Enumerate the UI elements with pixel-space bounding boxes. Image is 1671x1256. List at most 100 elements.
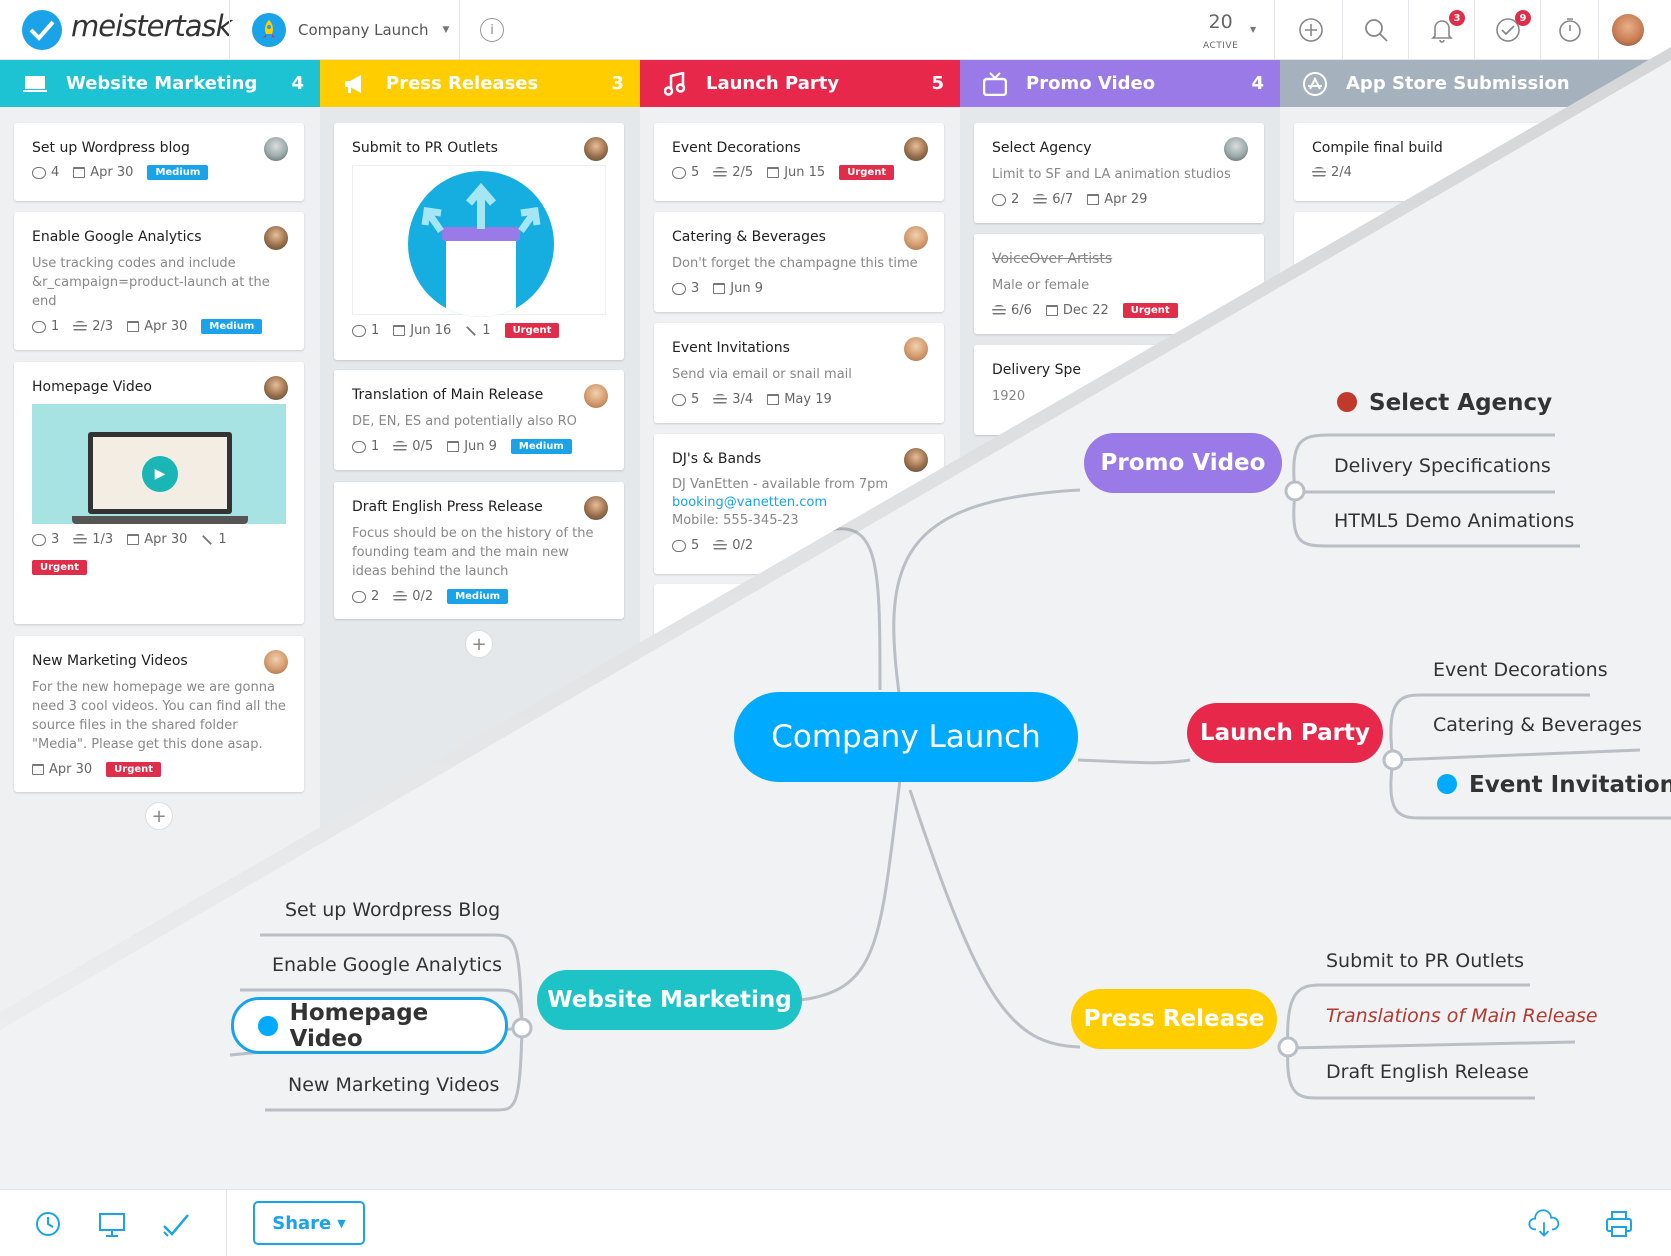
add-task-button[interactable]: + [465,630,493,658]
due-date: Jun 9 [713,281,763,296]
tv-icon [982,71,1008,96]
mindmap-leaf[interactable]: Delivery Specifications [1334,455,1551,477]
mindmap-node-website-marketing[interactable]: Website Marketing [537,970,802,1030]
print-icon[interactable] [1603,1208,1635,1240]
my-tasks-check-icon[interactable]: 9 [1494,10,1531,44]
task-card[interactable]: Set up Wordpress blog 4 Apr 30 Medium [14,123,304,201]
calendar-icon [713,283,726,294]
play-icon: ▶ [142,456,178,492]
user-avatar[interactable] [1612,14,1644,46]
info-icon[interactable]: i [480,18,504,42]
comment-icon [32,320,46,333]
comment-count: 5 [672,165,699,180]
mindmap-leaf[interactable]: Catering & Beverages [1433,714,1642,736]
comment-count: 2 [352,589,379,604]
mindmap-node-press-release[interactable]: Press Release [1071,989,1277,1049]
mindmap-node-promo-video[interactable]: Promo Video [1084,433,1282,493]
attachment-count: 1 [465,323,491,338]
mindmap-leaf-event-invitations[interactable]: Event Invitations [1437,772,1671,798]
mindmap-leaf-homepage-video-selected[interactable]: Homepage Video [231,997,508,1054]
calendar-icon [1045,305,1058,316]
mindmap-center-node[interactable]: Company Launch [734,692,1078,782]
due-date: Jun 15 [767,165,825,180]
due-date: Jun 16 [393,323,451,338]
mindmap-leaf[interactable]: Draft English Release [1326,1061,1529,1083]
share-button[interactable]: Share▼ [253,1201,365,1245]
mindmap-leaf[interactable]: HTML5 Demo Animations [1334,510,1575,532]
task-card[interactable]: Translation of Main Release DE, EN, ES a… [334,370,624,470]
pr-outlets-illustration [352,165,606,317]
mindmap-leaf[interactable]: Event Decorations [1433,659,1608,681]
email-link[interactable]: booking@vanetten.com [672,495,828,510]
cloud-download-icon[interactable] [1528,1208,1560,1240]
project-selector[interactable]: Company Launch ▼ [252,12,449,48]
task-card[interactable]: Draft English Press Release Focus should… [334,482,624,619]
priority-tag: Urgent [32,560,87,575]
task-card[interactable]: Select Agency Limit to SF and LA animati… [974,123,1264,223]
comment-icon [672,539,686,552]
checklist-count: 0/2 [713,538,753,553]
add-task-button[interactable]: + [145,802,173,830]
due-date: May 19 [767,392,832,407]
mindmap-node-launch-party[interactable]: Launch Party [1187,703,1383,763]
comment-count: 5 [672,392,699,407]
task-card[interactable]: New Marketing Videos For the new homepag… [14,636,304,792]
mindmap-leaf[interactable]: Set up Wordpress Blog [285,899,501,921]
assignee-avatar [584,137,608,161]
mindmap-leaf-select-agency[interactable]: Select Agency [1337,390,1552,416]
mindmap-leaf[interactable]: Translations of Main Release [1326,1005,1598,1027]
comment-icon [32,166,46,179]
rocket-icon [252,13,286,47]
app-logo-text: meistertask [71,9,232,43]
comment-count: 4 [32,165,59,180]
checklist-count: 0/2 [393,589,433,604]
assignee-avatar [584,496,608,520]
comment-icon [992,193,1006,206]
task-card[interactable]: Enable Google Analytics Use tracking cod… [14,212,304,350]
notifications-bell-icon[interactable]: 3 [1428,10,1465,44]
priority-tag: Urgent [839,165,895,180]
presentation-icon[interactable] [96,1208,128,1240]
tasks-check-icon[interactable] [160,1208,192,1240]
mindmap-leaf[interactable]: New Marketing Videos [288,1074,500,1096]
project-name: Company Launch [298,21,429,39]
assignee-avatar [584,384,608,408]
task-card[interactable]: Submit to PR Outlets 1 Jun 16 1 Urgent [334,123,624,360]
task-card[interactable]: Event Decorations 5 2/5 Jun 15 Urgent [654,123,944,201]
checklist-icon [393,440,408,453]
timer-icon[interactable] [1556,16,1584,44]
task-card[interactable]: Catering & Beverages Don't forget the ch… [654,212,944,312]
history-icon[interactable] [32,1208,64,1240]
top-navigation-bar: meistertask Company Launch ▼ i 20 ACTIVE… [0,0,1671,60]
add-icon[interactable] [1297,16,1325,44]
mindmap-leaf[interactable]: Enable Google Analytics [272,954,503,976]
task-card[interactable]: Event Invitations Send via email or snai… [654,323,944,423]
search-icon[interactable] [1362,16,1390,44]
checklist-count: 3/4 [713,392,753,407]
calendar-icon [767,167,780,178]
comment-icon [352,440,366,453]
assignee-avatar [264,650,288,674]
attachment-icon [465,324,478,337]
calendar-icon [127,534,140,545]
priority-tag: Medium [510,439,572,454]
priority-tag: Urgent [106,762,162,777]
task-card[interactable]: Homepage Video ▶ 3 1/3 Apr 30 1 Urgent [14,362,304,624]
mindmap-leaf[interactable]: Submit to PR Outlets [1326,950,1525,972]
assignee-avatar [904,137,928,161]
assignee-avatar [904,226,928,250]
checklist-icon [713,166,728,179]
divider [1408,0,1409,60]
checklist-icon [713,539,728,552]
divider [1342,0,1343,60]
assignee-avatar [904,337,928,361]
active-tasks-counter[interactable]: 20 ACTIVE [1203,11,1239,51]
computer-icon [22,75,48,93]
caret-down-icon[interactable]: ▼ [1250,25,1257,34]
divider [1540,0,1541,60]
attachment-count: 1 [201,532,227,547]
